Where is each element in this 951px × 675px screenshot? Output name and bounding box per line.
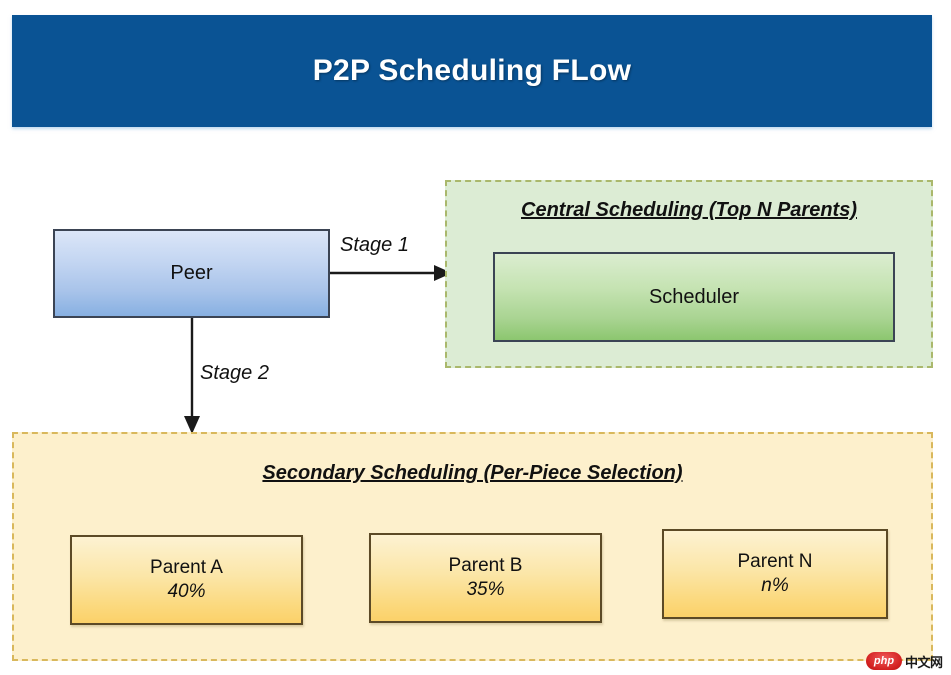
node-parent-n-label: Parent N <box>737 551 813 573</box>
arrow-stage-1 <box>330 265 452 281</box>
node-scheduler[interactable]: Scheduler <box>493 252 895 342</box>
edge-label-stage-2: Stage 2 <box>200 362 269 384</box>
page-title: P2P Scheduling FLow <box>312 54 632 87</box>
node-parent-b-label: Parent B <box>448 555 523 577</box>
node-parent-a-percent: 40% <box>167 581 206 602</box>
node-parent-a[interactable]: Parent A 40% <box>70 535 303 625</box>
edge-label-stage-1: Stage 1 <box>340 234 409 256</box>
watermark-logo: php 中文网 <box>866 651 944 671</box>
group-central-scheduling: Central Scheduling (Top N Parents) Sched… <box>445 180 933 368</box>
node-peer[interactable]: Peer <box>53 229 330 318</box>
node-parent-n-percent: n% <box>761 575 789 596</box>
group-secondary-scheduling-title: Secondary Scheduling (Per-Piece Selectio… <box>262 462 683 484</box>
php-badge-icon: php <box>866 652 902 670</box>
node-parent-a-label: Parent A <box>150 557 223 579</box>
group-secondary-scheduling: Secondary Scheduling (Per-Piece Selectio… <box>12 432 933 661</box>
node-parent-n[interactable]: Parent N n% <box>662 529 888 619</box>
node-parent-b[interactable]: Parent B 35% <box>369 533 602 623</box>
node-scheduler-label: Scheduler <box>648 285 740 308</box>
node-parent-b-percent: 35% <box>466 579 505 600</box>
watermark-text: 中文网 <box>905 654 943 670</box>
header-banner: P2P Scheduling FLow <box>12 15 932 127</box>
node-peer-label: Peer <box>170 262 213 284</box>
group-central-scheduling-title: Central Scheduling (Top N Parents) <box>521 199 857 221</box>
